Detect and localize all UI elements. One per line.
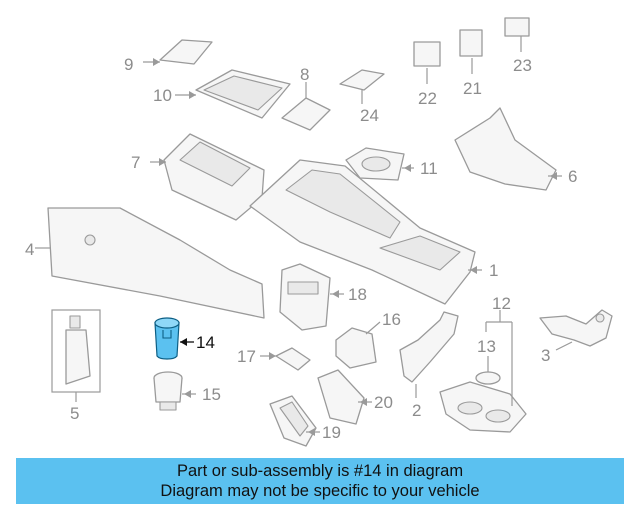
part-24-cover [339, 69, 385, 104]
highlight-info-banner: Part or sub-assembly is #14 in diagram D… [16, 458, 624, 504]
callout-17: 17 [237, 347, 256, 366]
callout-1: 1 [489, 261, 498, 280]
callout-22: 22 [418, 89, 437, 108]
callout-5: 5 [70, 404, 79, 423]
part-10-tray [175, 69, 291, 119]
callout-2: 2 [412, 401, 421, 420]
part-18-module [279, 263, 344, 331]
part-11-insert [345, 147, 414, 181]
part-1-console [249, 159, 482, 305]
part-9-pad [143, 39, 213, 66]
callout-15: 15 [202, 385, 221, 404]
part-23-switch [504, 17, 530, 52]
callout-4: 4 [25, 240, 34, 259]
part-8-mat [281, 82, 331, 131]
callout-18: 18 [348, 285, 367, 304]
callout-6: 6 [568, 167, 577, 186]
banner-line-part: Part or sub-assembly is #14 in diagram [176, 462, 464, 480]
part-20-bezel [317, 369, 372, 425]
part-19-frame [269, 395, 320, 447]
callout-3: 3 [541, 346, 550, 365]
callout-16: 16 [382, 310, 401, 329]
part-17-panel [260, 347, 311, 371]
part-12-cupholder [439, 310, 527, 433]
part-22-switch [413, 41, 441, 84]
part-16-latch [335, 321, 381, 369]
callout-20: 20 [374, 393, 393, 412]
callout-7: 7 [131, 153, 140, 172]
callout-8: 8 [300, 65, 309, 84]
callout-14-leader [180, 338, 194, 346]
part-2-bracket [399, 311, 459, 398]
callout-10: 10 [153, 86, 172, 105]
part-13-mat [475, 356, 501, 385]
part-14-highlighted[interactable] [154, 317, 180, 360]
part-21-switch [459, 29, 483, 74]
callout-19: 19 [322, 423, 341, 442]
part-5-bracket [51, 309, 101, 402]
callout-24: 24 [360, 106, 379, 125]
callout-23: 23 [513, 56, 532, 75]
callout-11: 11 [420, 159, 438, 178]
callout-9: 9 [124, 55, 133, 74]
part-4-side-panel [35, 207, 265, 319]
callout-21: 21 [463, 79, 482, 98]
part-3-mount [539, 309, 613, 351]
callout-14: 14 [196, 333, 215, 352]
part-15-sleeve [153, 371, 196, 411]
part-6-trim [454, 107, 562, 191]
callout-12: 12 [492, 294, 511, 313]
part-7-storage-bin [150, 133, 265, 221]
callout-13: 13 [477, 337, 496, 356]
banner-line-disclaimer: Diagram may not be specific to your vehi… [160, 482, 480, 500]
